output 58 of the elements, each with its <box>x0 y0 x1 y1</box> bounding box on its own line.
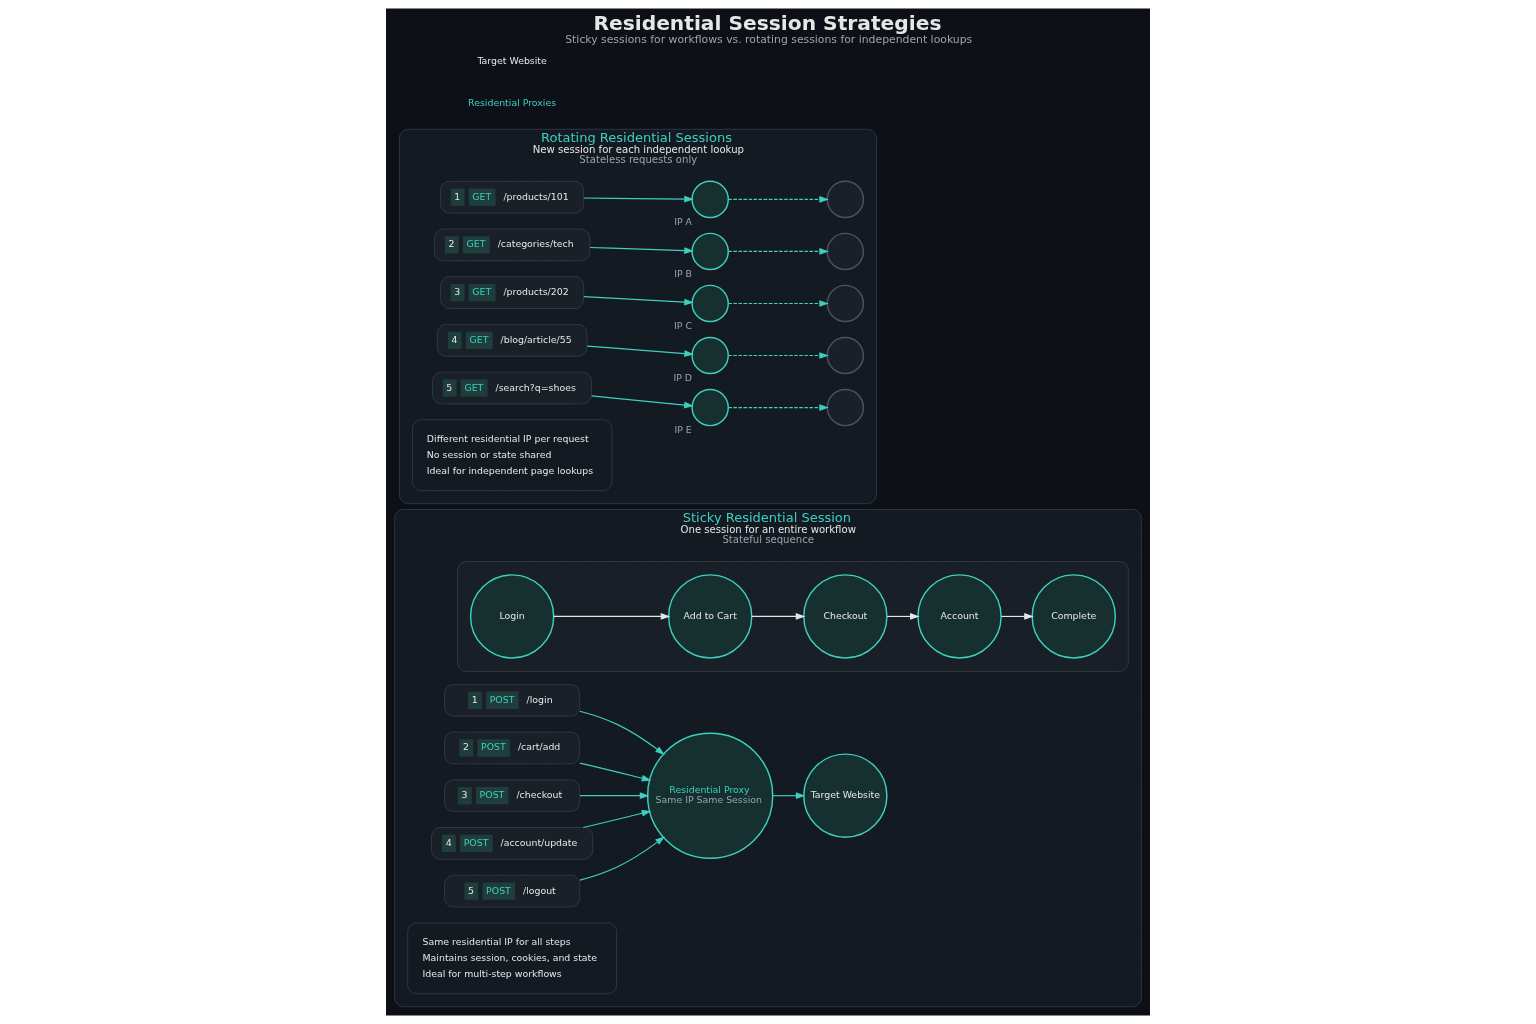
node-box: 3 GET /products/202 <box>440 276 585 309</box>
node-box: 4 POST /account/update <box>431 827 594 860</box>
arrow <box>727 300 829 307</box>
arrow <box>727 196 829 203</box>
node-label: IP E <box>674 424 692 436</box>
node-circle: Complete <box>1031 574 1117 659</box>
node-circle: Account <box>917 574 1002 659</box>
node-circle <box>826 232 865 271</box>
label: Target Website <box>477 54 547 66</box>
arrow <box>583 295 694 306</box>
node-box: 5 GET /search?q=shoes <box>432 371 592 405</box>
cluster <box>457 561 1129 672</box>
arrow <box>751 613 806 620</box>
node-circle <box>826 336 865 375</box>
arrow <box>591 395 694 409</box>
node-label: IP D <box>673 372 693 384</box>
node-circle <box>691 336 729 375</box>
arrow <box>727 404 829 411</box>
node-label: IP A <box>674 215 692 227</box>
arrow <box>727 248 829 255</box>
node-circle: Checkout <box>803 574 888 659</box>
arrow <box>772 792 806 800</box>
arrow <box>589 246 694 254</box>
arrow <box>553 613 671 620</box>
node-circle <box>691 284 729 323</box>
arrow <box>582 810 652 829</box>
node-box: 2 GET /categories/tech <box>434 228 591 262</box>
node-box: 4 GET /blog/article/55 <box>436 324 588 357</box>
arrow <box>886 613 920 620</box>
arrow <box>586 345 694 357</box>
node-circle <box>691 180 729 219</box>
node-box: Same residential IP for all steps Maintains session, cookies, and state Ideal for multi-step workflows <box>407 922 617 995</box>
arrow <box>579 792 650 800</box>
node-circle: Add to Cart <box>667 574 753 659</box>
node-box: 2 POST /cart/add <box>444 731 581 765</box>
arrow <box>1000 613 1034 620</box>
node-label: IP C <box>674 320 693 332</box>
node-box: Different residential IP per request No session or state shared Ideal for independent page lookups <box>412 419 613 492</box>
node-circle: Target Website <box>803 753 888 838</box>
node-circle <box>826 284 865 323</box>
node-box: 1 GET /products/101 <box>440 180 585 214</box>
arrow <box>727 352 829 359</box>
diagram-title: Residential Session Strategies <box>593 10 942 35</box>
node-circle: Residential Proxy Same IP Same Session <box>646 732 774 859</box>
arrow <box>579 762 652 782</box>
arrow <box>583 195 694 203</box>
node-circle: Login <box>469 574 555 659</box>
node-box: 1 POST /login <box>444 684 581 717</box>
arrow <box>579 710 665 755</box>
label: Residential Proxies <box>468 96 557 108</box>
node-circle <box>826 180 865 219</box>
node-box: 3 POST /checkout <box>444 779 581 812</box>
node-label: IP B <box>674 268 692 280</box>
node-circle <box>691 232 729 271</box>
node-circle <box>826 388 865 427</box>
node-box: 5 POST /logout <box>444 874 581 908</box>
node-circle <box>691 388 729 427</box>
arrow <box>579 836 665 881</box>
